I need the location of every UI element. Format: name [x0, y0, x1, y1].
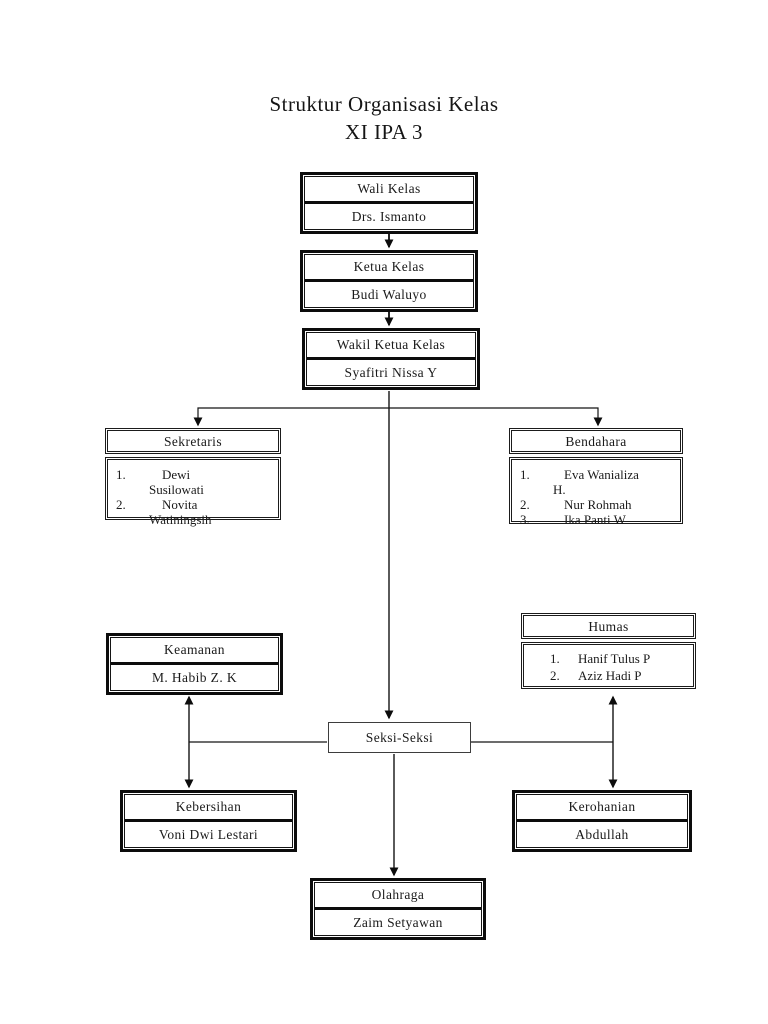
- bendahara-header: Bendahara: [509, 428, 683, 454]
- org-box-humas: Humas 1. Hanif Tulus P 2. Aziz Hadi P: [521, 613, 696, 689]
- org-box-keamanan: Keamanan M. Habib Z. K: [106, 633, 283, 695]
- member-number: 1.: [116, 467, 126, 482]
- ketua-kelas-person-name: Budi Waluyo: [351, 287, 427, 302]
- wakil-ketua-person-name: Syafitri Nissa Y: [344, 365, 438, 380]
- member-name: Aziz Hadi P: [578, 668, 642, 683]
- org-box-kebersihan: Kebersihan Voni Dwi Lestari: [120, 790, 297, 852]
- page-title-line-2: XI IPA 3: [345, 120, 423, 144]
- member-name: Ika Panti W: [564, 512, 626, 527]
- humas-role-label: Humas: [523, 615, 694, 637]
- kerohanian-role-label: Kerohanian: [517, 795, 687, 822]
- bendahara-member-list: 1. Eva Wanializa H. 2. Nur Rohmah 3. Ika…: [509, 457, 683, 527]
- org-box-ketua-kelas: Ketua Kelas Budi Waluyo: [300, 250, 478, 312]
- member-row: 1. Dewi Susilowati: [116, 467, 278, 497]
- member-number: 2.: [520, 497, 530, 512]
- org-box-kerohanian: Kerohanian Abdullah: [512, 790, 692, 852]
- org-box-wakil-ketua-kelas: Wakil Ketua Kelas Syafitri Nissa Y: [302, 328, 480, 390]
- member-number: 1.: [550, 651, 560, 666]
- org-box-bendahara: Bendahara 1. Eva Wanializa H. 2. Nur Roh…: [509, 428, 683, 527]
- member-row: 2. Aziz Hadi P: [550, 667, 693, 684]
- olahraga-role-label: Olahraga: [315, 883, 481, 910]
- keamanan-role-label: Keamanan: [111, 638, 278, 665]
- org-box-wali-kelas: Wali Kelas Drs. Ismanto: [300, 172, 478, 234]
- member-number: 3.: [520, 512, 530, 527]
- kebersihan-role-label: Kebersihan: [125, 795, 292, 822]
- member-row: 3. Ika Panti W: [520, 512, 680, 527]
- branch-sekretaris-bendahara: [193, 407, 603, 427]
- member-number: 1.: [520, 467, 530, 482]
- seksi-seksi-label: Seksi-Seksi: [365, 730, 434, 745]
- sekretaris-header: Sekretaris: [105, 428, 281, 454]
- kebersihan-person-name: Voni Dwi Lestari: [158, 827, 259, 842]
- member-row: 2. Nur Rohmah: [520, 497, 680, 512]
- member-name: Eva Wanializa H.: [553, 467, 639, 497]
- ketua-kelas-role-label: Ketua Kelas: [305, 255, 473, 282]
- humas-member-list: 1. Hanif Tulus P 2. Aziz Hadi P: [521, 642, 696, 689]
- wali-kelas-person-name: Drs. Ismanto: [351, 209, 427, 224]
- bendahara-role-label: Bendahara: [511, 430, 681, 452]
- org-box-sekretaris: Sekretaris 1. Dewi Susilowati 2. Novita …: [105, 428, 281, 527]
- keamanan-person-name: M. Habib Z. K: [151, 670, 238, 685]
- member-row: 1. Hanif Tulus P: [550, 650, 693, 667]
- humas-header: Humas: [521, 613, 696, 639]
- member-name: Novita Watiningsih: [149, 497, 212, 527]
- wali-kelas-role-label: Wali Kelas: [305, 177, 473, 204]
- wakil-ketua-role-label: Wakil Ketua Kelas: [307, 333, 475, 360]
- member-name: Dewi Susilowati: [149, 467, 204, 497]
- member-number: 2.: [550, 668, 560, 683]
- kerohanian-person-name: Abdullah: [575, 827, 629, 842]
- org-box-olahraga: Olahraga Zaim Setyawan: [310, 878, 486, 940]
- member-number: 2.: [116, 497, 126, 512]
- sekretaris-member-list: 1. Dewi Susilowati 2. Novita Watiningsih: [105, 457, 281, 527]
- page-title: Struktur Organisasi Kelas XI IPA 3: [0, 90, 768, 146]
- page-title-line-1: Struktur Organisasi Kelas: [269, 92, 499, 116]
- sekretaris-role-label: Sekretaris: [107, 430, 279, 452]
- olahraga-person-name: Zaim Setyawan: [353, 915, 443, 930]
- member-row: 2. Novita Watiningsih: [116, 497, 278, 527]
- member-name: Hanif Tulus P: [578, 651, 651, 666]
- member-row: 1. Eva Wanializa H.: [520, 467, 680, 497]
- org-box-seksi-seksi: Seksi-Seksi: [328, 722, 471, 753]
- member-name: Nur Rohmah: [564, 497, 632, 512]
